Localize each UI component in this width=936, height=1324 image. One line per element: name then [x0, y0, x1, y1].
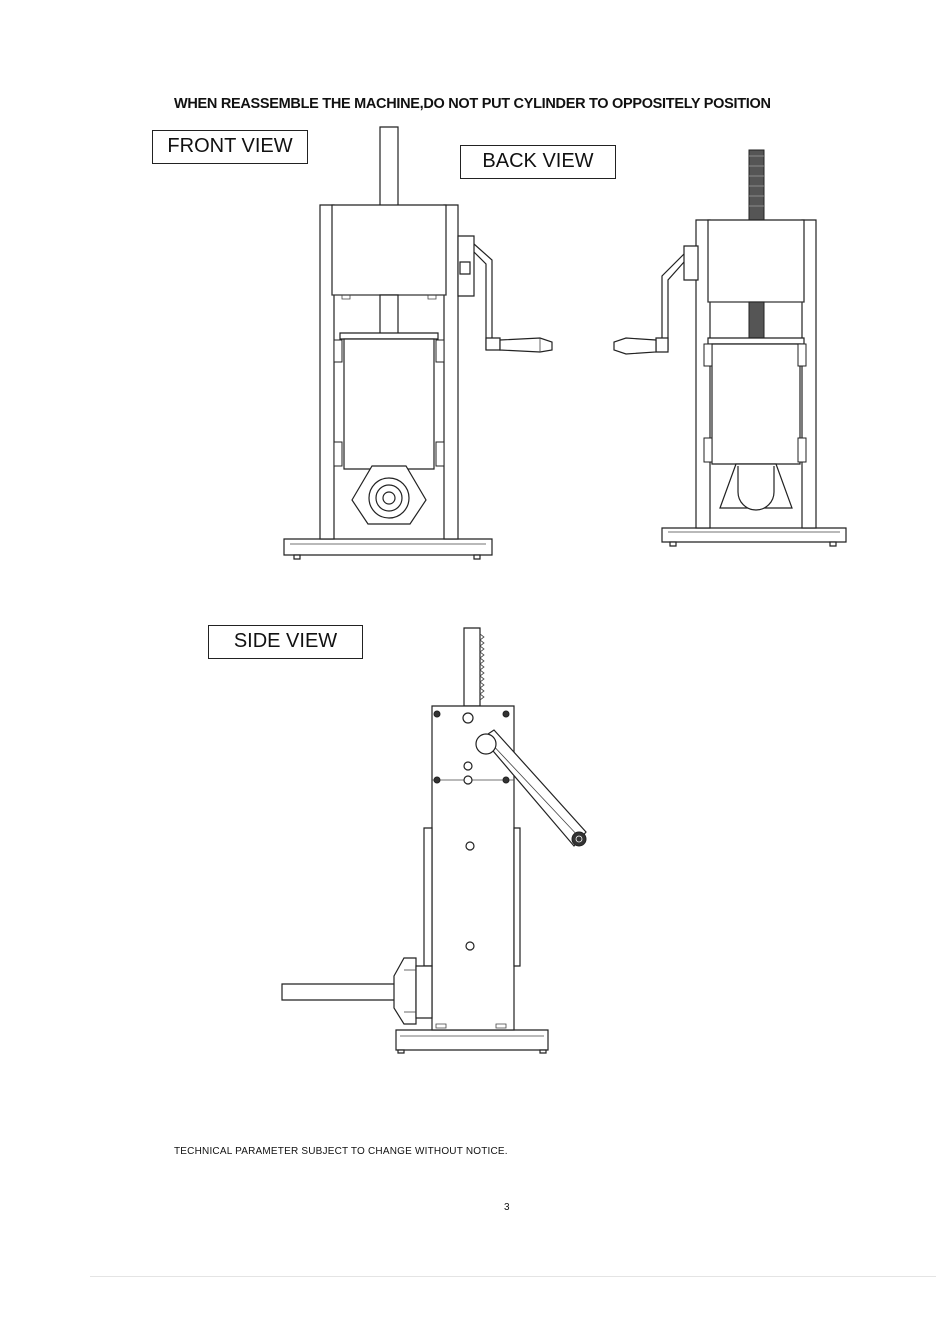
page-bottom-rule	[90, 1276, 936, 1277]
technical-notice: TECHNICAL PARAMETER SUBJECT TO CHANGE WI…	[174, 1146, 508, 1157]
page-number: 3	[504, 1202, 510, 1213]
